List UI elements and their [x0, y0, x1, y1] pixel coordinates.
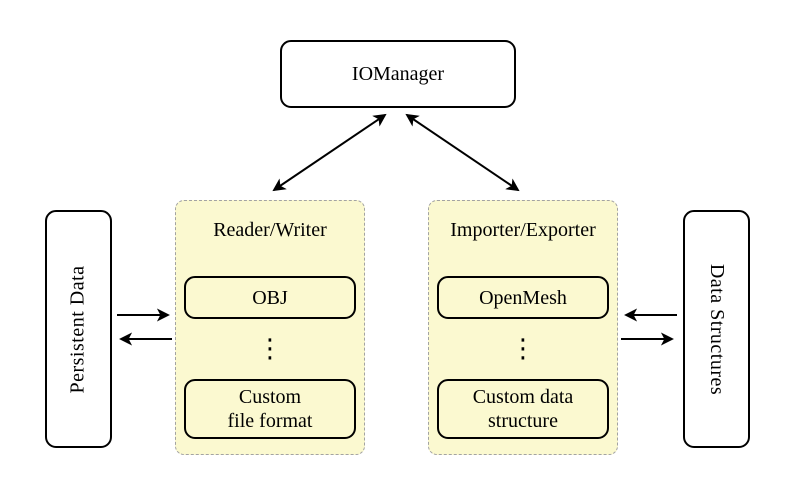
custom-file-format-line1: Custom [238, 386, 302, 408]
persistent-data-label: Persistent Data [67, 264, 89, 394]
persistent-data-node: Persistent Data [45, 210, 112, 448]
custom-data-structure-line2: structure [488, 410, 558, 432]
openmesh-label: OpenMesh [479, 286, 567, 309]
reader-writer-group: Reader/Writer OBJ ⋮ Custom file format [175, 200, 365, 455]
obj-label: OBJ [252, 286, 288, 309]
double-arrow-iomanager-importerexporter-icon [405, 113, 520, 192]
obj-node: OBJ [184, 276, 356, 319]
iomanager-node: IOManager [280, 40, 516, 108]
importer-exporter-group: Importer/Exporter OpenMesh ⋮ Custom data… [428, 200, 618, 455]
custom-data-structure-line1: Custom data [472, 386, 574, 408]
data-structures-node: Data Structures [683, 210, 750, 448]
custom-file-format-line2: file format [227, 410, 313, 432]
double-arrow-iomanager-readerwriter-icon [272, 113, 387, 192]
openmesh-node: OpenMesh [437, 276, 609, 319]
custom-data-structure-node: Custom data structure [437, 379, 609, 439]
importer-exporter-title: Importer/Exporter [450, 219, 596, 241]
vertical-ellipsis-icon: ⋮ [510, 334, 536, 364]
iomanager-label: IOManager [351, 62, 445, 85]
data-structures-label: Data Structures [706, 263, 729, 395]
reader-writer-title: Reader/Writer [213, 219, 327, 241]
vertical-ellipsis-icon: ⋮ [257, 334, 283, 364]
custom-file-format-node: Custom file format [184, 379, 356, 439]
